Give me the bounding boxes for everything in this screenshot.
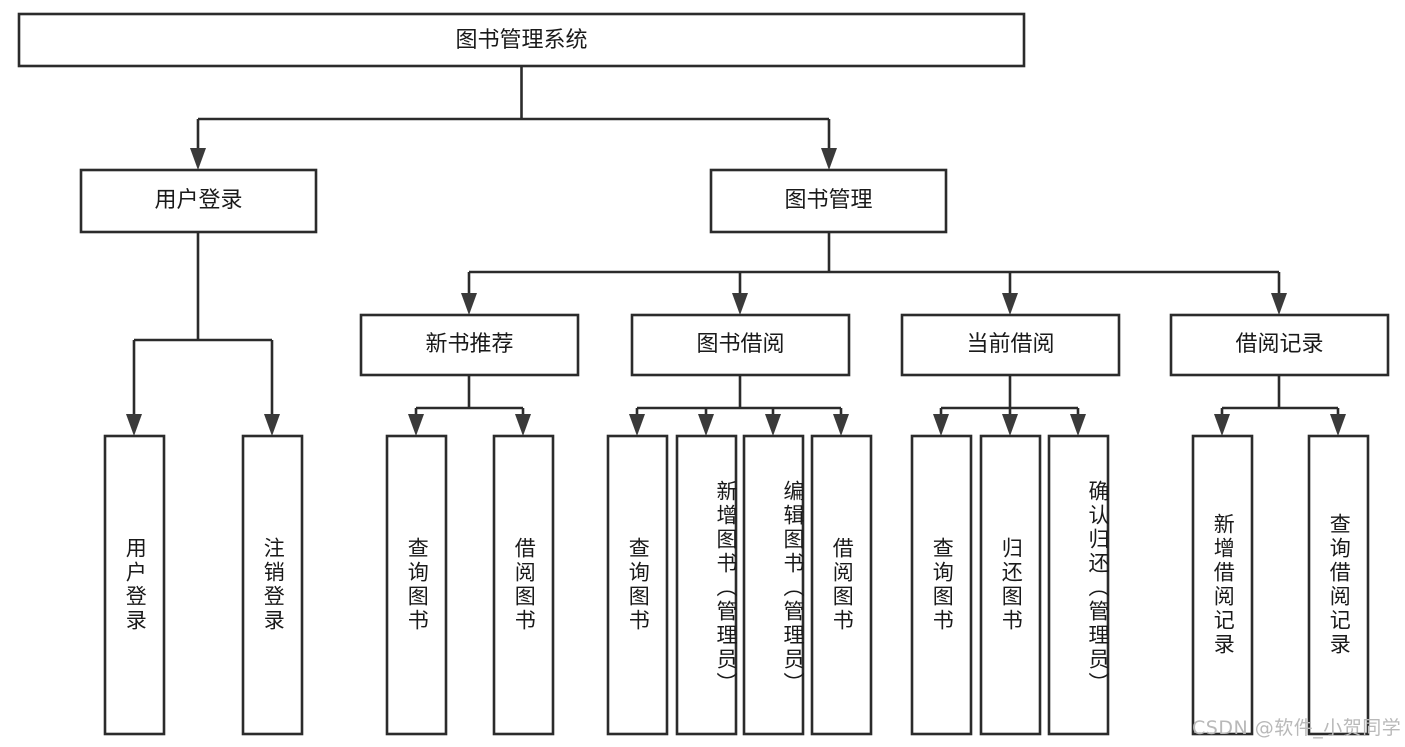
arrow-newbook-leaf-1 (408, 414, 424, 436)
node-new-book-recommend[interactable]: 新书推荐 (359, 313, 580, 377)
node-borrow-record-label: 借阅记录 (1235, 332, 1323, 357)
node-book-manage-label: 图书管理 (784, 188, 872, 213)
arrow-borrowrecord-leaf-1 (1214, 414, 1230, 436)
arrow-bookborrow-leaf-4 (833, 414, 849, 436)
node-leaf-new-book-2-box[interactable] (492, 434, 555, 736)
node-leaf-book-borrow-2-box[interactable] (675, 434, 738, 736)
node-leaf-user-login-1-box[interactable] (103, 434, 166, 736)
arrow-userlogin-leaf-2 (264, 414, 280, 436)
connector-group-book-borrow (629, 375, 849, 436)
arrow-to-current-borrow (1002, 293, 1018, 315)
node-leaf-current-borrow-3-box[interactable] (1047, 434, 1110, 736)
arrow-currentborrow-leaf-1 (933, 414, 949, 436)
node-current-borrow[interactable]: 当前借阅 (900, 313, 1121, 377)
node-root-box[interactable] (17, 12, 1026, 68)
arrow-to-book-manage (821, 148, 837, 170)
connector-group-book-manage (461, 232, 1287, 315)
node-book-borrow[interactable]: 图书借阅 (630, 313, 851, 377)
node-leaf-book-borrow-1-box[interactable] (606, 434, 669, 736)
node-borrow-record[interactable]: 借阅记录 (1169, 313, 1390, 377)
node-current-borrow-box[interactable] (900, 313, 1121, 377)
node-leaf-borrow-record-1-box[interactable] (1191, 434, 1254, 736)
connector-group-root (190, 66, 837, 170)
arrow-bookborrow-leaf-1 (629, 414, 645, 436)
connector-group-user-login (126, 232, 280, 436)
node-user-login-box[interactable] (79, 168, 318, 234)
node-user-login-label: 用户登录 (154, 188, 242, 213)
arrow-to-book-borrow (732, 293, 748, 315)
node-user-login[interactable]: 用户登录 (79, 168, 318, 234)
node-leaf-new-book-1-box[interactable] (385, 434, 448, 736)
arrow-currentborrow-leaf-3 (1070, 414, 1086, 436)
node-new-book-recommend-box[interactable] (359, 313, 580, 377)
node-leaf-current-borrow-2-box[interactable] (979, 434, 1042, 736)
node-root[interactable]: 图书管理系统 (17, 12, 1026, 68)
arrow-newbook-leaf-2 (515, 414, 531, 436)
node-leaf-current-borrow-1-box[interactable] (910, 434, 973, 736)
arrow-to-user-login (190, 148, 206, 170)
node-leaf-borrow-record-2-box[interactable] (1307, 434, 1370, 736)
connector-group-borrow-record (1214, 375, 1346, 436)
node-book-manage-box[interactable] (709, 168, 948, 234)
node-leaf-book-borrow-3-box[interactable] (742, 434, 805, 736)
connector-group-current-borrow (933, 375, 1086, 436)
node-leaf-user-login-2-box[interactable] (241, 434, 304, 736)
arrow-borrowrecord-leaf-2 (1330, 414, 1346, 436)
csdn-watermark: CSDN @软件_小贺同学 (1192, 717, 1402, 739)
node-book-manage[interactable]: 图书管理 (709, 168, 948, 234)
node-new-book-recommend-label: 新书推荐 (425, 332, 513, 357)
node-root-label: 图书管理系统 (455, 28, 587, 53)
arrow-to-borrow-record (1271, 293, 1287, 315)
arrow-currentborrow-leaf-2 (1002, 414, 1018, 436)
node-borrow-record-box[interactable] (1169, 313, 1390, 377)
node-book-borrow-label: 图书借阅 (696, 332, 784, 357)
node-leaf-book-borrow-4-box[interactable] (810, 434, 873, 736)
arrow-userlogin-leaf-1 (126, 414, 142, 436)
arrow-to-new-book-recommend (461, 293, 477, 315)
node-book-borrow-box[interactable] (630, 313, 851, 377)
connector-group-new-book-recommend (408, 375, 531, 436)
node-current-borrow-label: 当前借阅 (966, 332, 1054, 357)
arrow-bookborrow-leaf-2 (698, 414, 714, 436)
arrow-bookborrow-leaf-3 (765, 414, 781, 436)
